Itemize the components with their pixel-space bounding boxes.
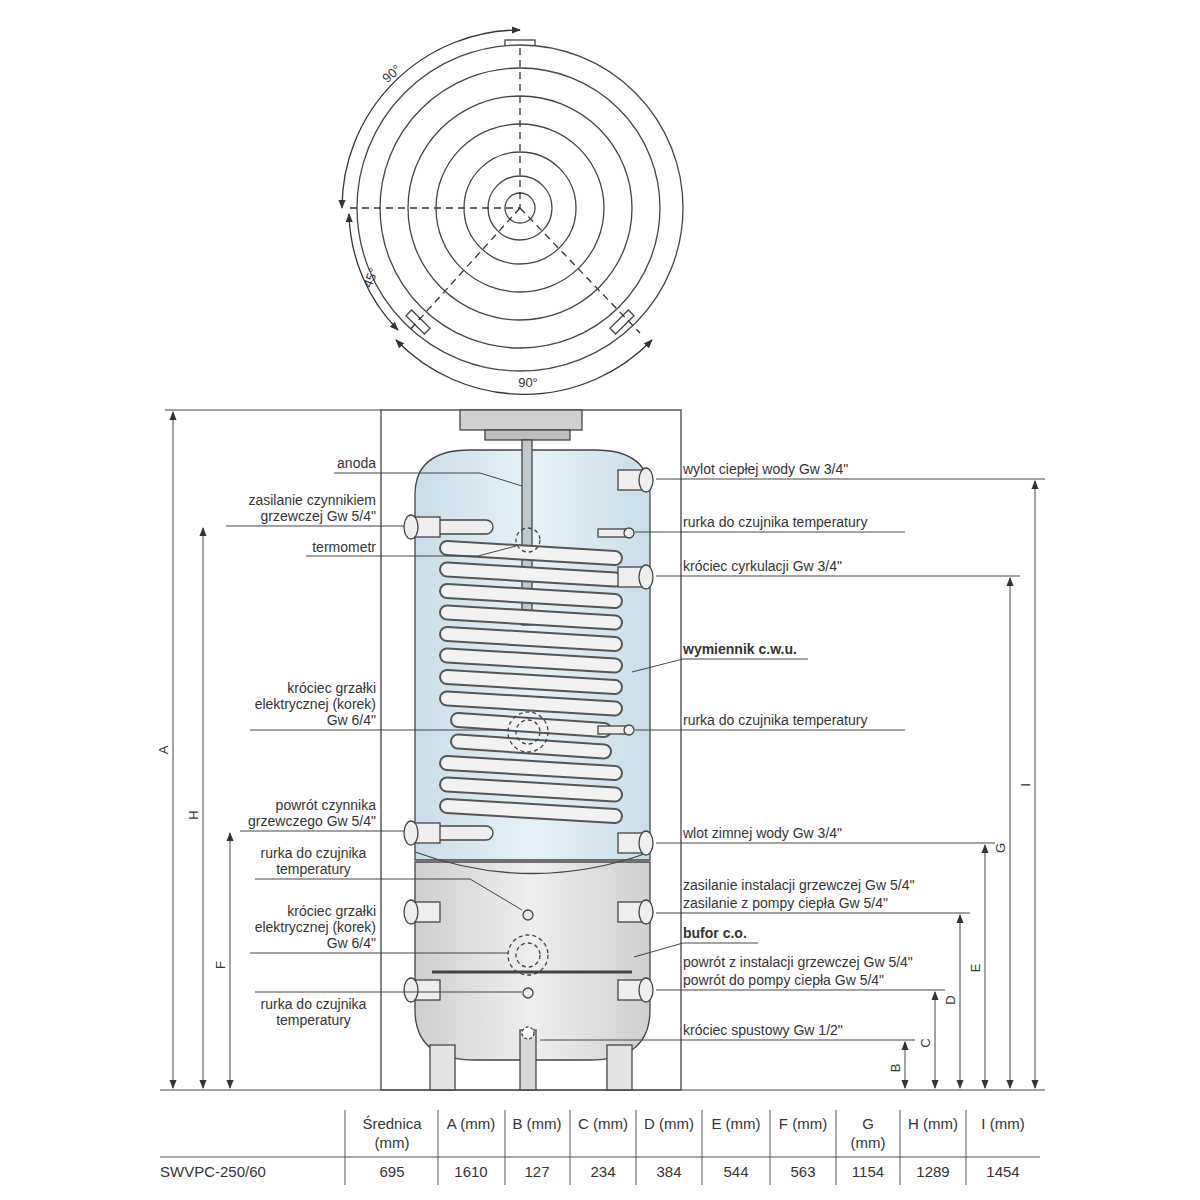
table-cell: 544 [723,1162,748,1181]
table-cell: 1289 [916,1162,949,1181]
dimension-letter: E [968,964,984,973]
table-lines [160,1110,1040,1185]
table-cell: SWVPC-250/60 [160,1162,266,1181]
table-header: Średnica (mm) [352,1114,432,1152]
dimension-letter: C [918,1038,934,1047]
table-header: D (mm) [644,1114,694,1133]
sensor-label: rurka do czujnika temperatury [251,996,376,1028]
table-cell: 695 [379,1162,404,1181]
port-label: powrót z instalacji grzewczej Gw 5/4" [683,954,913,970]
dimension-letter: I [1018,783,1034,787]
table-cell: 1610 [454,1162,487,1181]
table-cell: 563 [790,1162,815,1181]
table-header: E (mm) [711,1114,761,1133]
table-cell: 1454 [986,1162,1019,1181]
port-label: króciec spustowy Gw 1/2" [683,1022,843,1038]
port-label: zasilanie instalacji grzewczej Gw 5/4" [683,877,914,893]
table-header: B (mm) [512,1114,562,1133]
table-header: G (mm) [843,1114,893,1152]
port-label: zasilanie czynnikiem grzewczej Gw 5/4" [226,492,376,524]
sensor-label: rurka do czujnika temperatury [683,514,867,530]
table-header: H (mm) [908,1114,958,1133]
port-label: króciec grzałki elektrycznej (korek) Gw … [251,680,376,728]
table-header: F (mm) [778,1114,828,1133]
table-header: I (mm) [978,1114,1028,1133]
table-cell: 234 [590,1162,615,1181]
section-label: wymiennik c.w.u. [683,641,797,657]
angle-label: 90° [518,375,538,391]
sensor-label: rurka do czujnika temperatury [683,712,867,728]
table-cell: 127 [524,1162,549,1181]
port-label: króciec cyrkulacji Gw 3/4" [683,558,842,574]
side-view [381,410,681,1090]
angle-label: 45° [360,266,382,290]
table-cell: 384 [656,1162,681,1181]
dimension-letter: D [943,995,959,1004]
top-view [342,30,683,394]
dimension-letter: H [186,810,202,819]
table-header: A (mm) [446,1114,496,1133]
table-cell: 1154 [852,1162,884,1181]
port-label: powrót czynnika grzewczego Gw 5/4" [241,797,376,829]
port-label: wlot zimnej wody Gw 3/4" [683,825,842,841]
port-label: wylot ciepłej wody Gw 3/4" [683,461,848,477]
sensor-label: rurka do czujnika temperatury [251,845,376,877]
dimension-letter: G [993,843,1009,853]
dimension-lines [160,410,1045,1090]
dimension-letter: F [213,961,229,969]
port-label: króciec grzałki elektrycznej (korek) Gw … [251,903,376,951]
port-label: powrót do pompy ciepła Gw 5/4" [683,972,884,988]
angle-label: 90° [379,61,404,86]
part-label: anoda [337,455,376,471]
part-label: termometr [312,539,376,555]
dimension-letter: B [888,1064,904,1073]
leader-lines [226,473,1045,1040]
table-header: C (mm) [578,1114,628,1133]
section-label: bufor c.o. [683,925,747,941]
port-label: zasilanie z pompy ciepła Gw 5/4" [683,895,888,911]
dimension-letter: A [156,746,172,755]
